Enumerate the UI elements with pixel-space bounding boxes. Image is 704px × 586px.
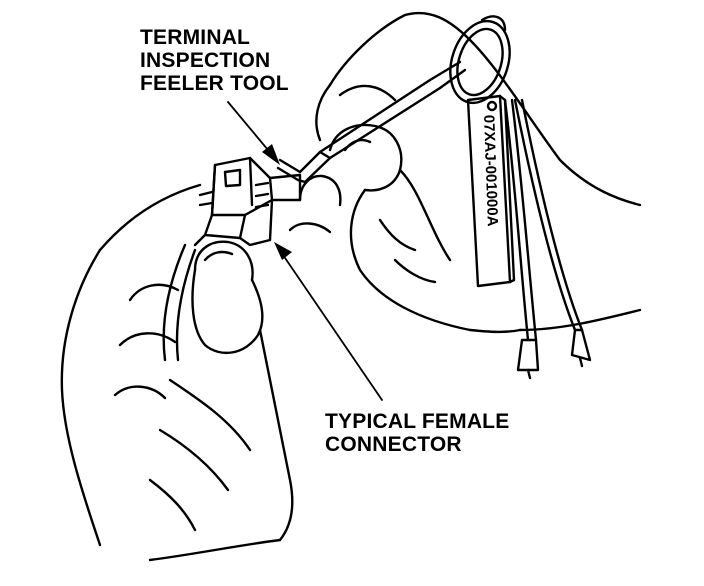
arrowhead-tool <box>262 144 280 165</box>
tag-text: 07XAJ-001000A <box>480 115 501 227</box>
connector-callout-line-2: CONNECTOR <box>325 433 462 456</box>
left-hand <box>60 183 294 562</box>
tool-tag <box>466 94 516 288</box>
callout-leaders <box>227 101 383 401</box>
female-connector <box>193 156 302 247</box>
probe-wires <box>503 98 592 380</box>
tool-callout-line-2: INSPECTION <box>140 49 271 72</box>
right-hand <box>288 11 642 334</box>
feeler-tool <box>276 60 467 184</box>
connector-callout-line-1: TYPICAL FEMALE <box>325 410 510 433</box>
tool-callout: TERMINAL INSPECTION FEELER TOOL <box>140 26 289 95</box>
tool-callout-line-3: FEELER TOOL <box>140 72 289 95</box>
tool-callout-line-1: TERMINAL <box>140 26 251 49</box>
arrowhead-connector <box>274 242 292 260</box>
key-ring <box>449 15 511 105</box>
connector-callout: TYPICAL FEMALE CONNECTOR <box>325 410 509 456</box>
